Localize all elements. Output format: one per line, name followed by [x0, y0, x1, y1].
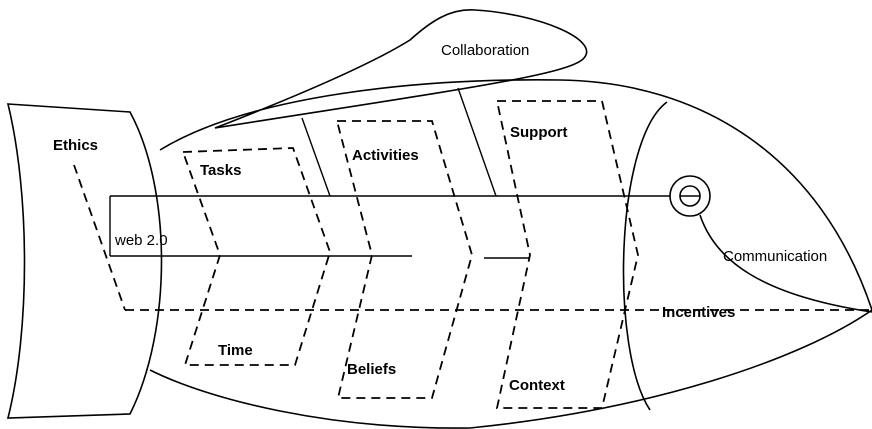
- activities-beliefs-box: [335, 120, 473, 399]
- label-context: Context: [509, 377, 565, 394]
- dorsal-fin: [214, 9, 588, 129]
- label-beliefs: Beliefs: [347, 361, 396, 378]
- tasks-time-box: [181, 147, 331, 366]
- support-context-box: [495, 100, 639, 409]
- rib-upper-2: [457, 87, 497, 197]
- label-ethics: Ethics: [53, 137, 98, 154]
- label-tasks: Tasks: [200, 162, 241, 179]
- label-collaboration: Collaboration: [441, 42, 529, 59]
- mouth-curve: [699, 214, 872, 313]
- label-communication: Communication: [723, 248, 827, 265]
- label-incentives: Incentives: [662, 304, 735, 321]
- ethics-dashed-diagonal: [73, 164, 126, 311]
- label-time: Time: [218, 342, 253, 359]
- label-web20: web 2.0: [114, 232, 168, 249]
- fish-body: [149, 79, 872, 429]
- rib-upper-1: [301, 117, 331, 197]
- label-support: Support: [510, 124, 568, 141]
- label-activities: Activities: [352, 147, 419, 164]
- fish-tail: [6, 103, 163, 419]
- fish-head-arc: [622, 101, 668, 411]
